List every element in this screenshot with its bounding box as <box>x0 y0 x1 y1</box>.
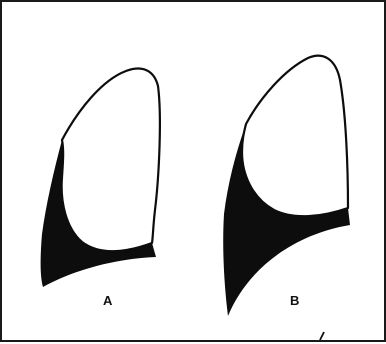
panel-a-label: A <box>103 294 112 307</box>
panel-b-lung-outline <box>242 56 348 217</box>
panel-a-effusion-shading <box>41 140 156 287</box>
panel-a-lung-outline <box>62 69 160 252</box>
print-mark <box>320 332 324 340</box>
panel-a-drawing <box>41 69 160 287</box>
panel-b-drawing <box>223 56 350 316</box>
panel-b-label: B <box>290 294 299 307</box>
